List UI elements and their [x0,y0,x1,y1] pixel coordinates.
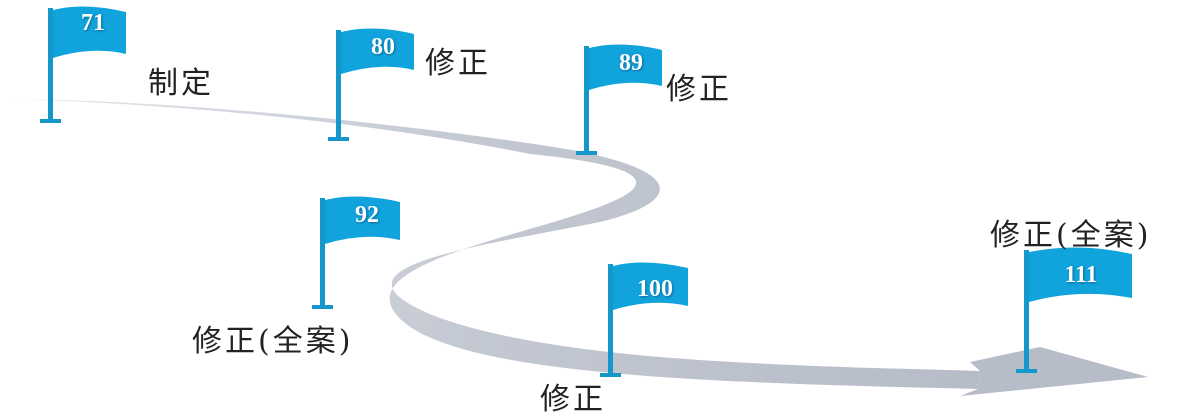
milestone-number: 89 [619,50,643,76]
milestone-label: 修正(全案) [990,218,1152,253]
milestone-label: 修正(全案) [192,324,354,359]
flag-icon [312,196,400,309]
milestone-label: 修正 [666,72,732,107]
flag-icon [328,28,414,141]
milestone-label: 修正 [425,46,491,81]
milestone-number: 92 [355,202,379,228]
flag-icon [576,44,662,155]
milestone-number: 111 [1064,262,1098,288]
flag-icon [1016,247,1132,373]
milestone-number: 100 [637,276,673,302]
road-path [8,99,980,389]
milestone-number: 80 [371,34,395,60]
milestone-label: 修正 [540,382,606,417]
milestone-number: 71 [81,10,105,36]
milestone-label: 制定 [148,66,214,101]
flag-icon [600,262,688,377]
road-arrowhead [960,347,1148,396]
flag-icon [40,6,126,123]
